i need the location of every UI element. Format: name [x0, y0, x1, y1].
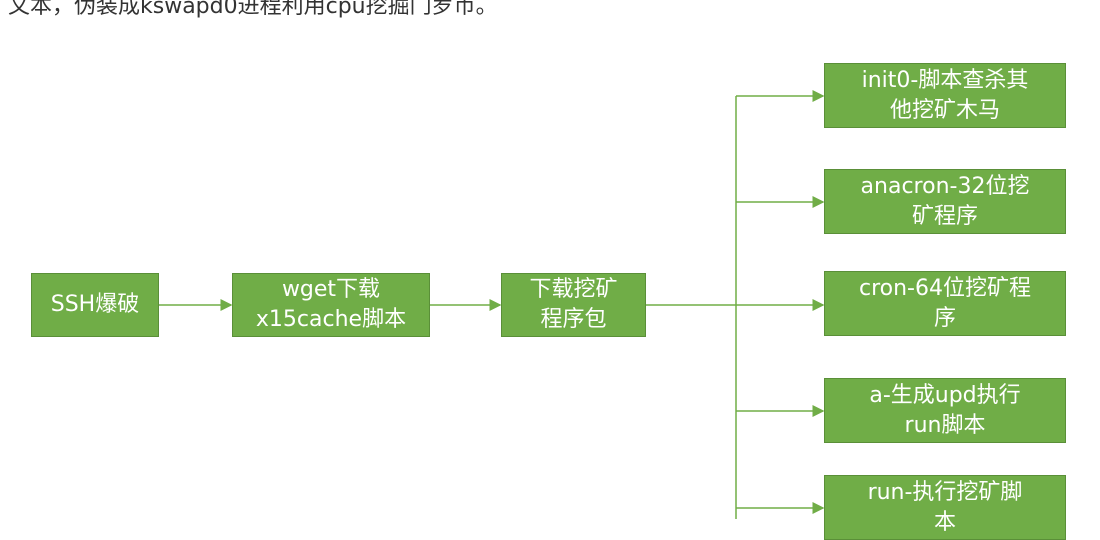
node-cron: cron-64位挖矿程 序 — [824, 271, 1066, 336]
node-anacron: anacron-32位挖 矿程序 — [824, 169, 1066, 234]
flowchart-edges — [159, 90, 825, 519]
node-label-line: 矿程序 — [911, 203, 978, 229]
node-label-line: SSH爆破 — [50, 292, 140, 317]
node-a-generate-upd: a-生成upd执行 run脚本 — [824, 378, 1066, 443]
intro-text: 文本，伪装成kswapd0进程利用cpu挖掘门罗币。 — [8, 0, 498, 19]
node-download-miner-package: 下载挖矿 程序包 — [501, 273, 646, 337]
node-label-line: anacron-32位挖 — [860, 173, 1030, 199]
node-label-line: 程序包 — [540, 307, 607, 332]
node-label-line: run-执行挖矿脚 — [867, 479, 1023, 505]
node-label-line: 他挖矿木马 — [889, 97, 1000, 123]
node-label-line: cron-64位挖矿程 — [859, 275, 1031, 301]
node-label-line: init0-脚本查杀其 — [861, 67, 1029, 93]
node-label-line: a-生成upd执行 — [869, 382, 1021, 408]
node-label-line: 本 — [933, 509, 956, 535]
node-wget-download: wget下载 x15cache脚本 — [232, 273, 430, 337]
node-ssh-bruteforce: SSH爆破 — [31, 273, 159, 337]
node-label-line: x15cache脚本 — [255, 307, 407, 332]
node-label-line: 序 — [933, 305, 956, 331]
node-init0: init0-脚本查杀其 他挖矿木马 — [824, 63, 1066, 128]
node-run-miner-script: run-执行挖矿脚 本 — [824, 475, 1066, 540]
node-label-line: run脚本 — [904, 412, 986, 438]
node-label-line: 下载挖矿 — [529, 277, 618, 302]
node-label-line: wget下载 — [281, 277, 381, 302]
